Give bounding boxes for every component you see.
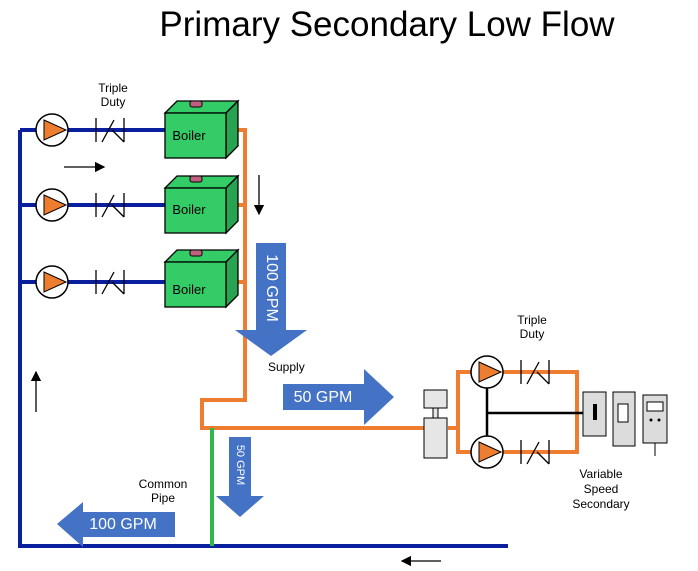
air-separator	[423, 389, 448, 459]
pump-icon	[35, 265, 69, 299]
triple-duty-valve	[95, 193, 125, 218]
motor-box	[582, 391, 607, 437]
pump-icon	[35, 188, 69, 222]
boiler-label: Boiler	[172, 282, 206, 297]
shaft-line	[485, 388, 583, 440]
boiler: Boiler	[163, 248, 240, 309]
flow-arrow-50gpm-common: 50 GPM	[216, 437, 264, 517]
pump-icon	[35, 113, 69, 147]
common-pipe-label: Pipe	[151, 491, 175, 505]
secondary-loop-piping	[448, 370, 579, 454]
disconnect-box	[612, 391, 636, 447]
flow-arrow-label: 100 GPM	[89, 516, 157, 533]
flow-arrow-label: 100 GPM	[263, 254, 280, 322]
flow-arrow-50gpm-supply: 50 GPM	[283, 369, 394, 425]
boiler: Boiler	[163, 174, 240, 235]
triple-duty-label: Triple	[98, 81, 128, 95]
flow-arrow-label: 50 GPM	[294, 389, 353, 406]
triple-duty-valve	[520, 360, 550, 385]
common-pipe-label: Common	[139, 477, 188, 491]
boiler-burner-icon	[189, 249, 203, 257]
vfd-controller	[642, 394, 668, 456]
flow-arrow-100gpm-return: 100 GPM	[57, 502, 175, 547]
triple-duty-valve	[95, 270, 125, 295]
triple-duty-label: Triple	[517, 313, 547, 327]
flow-arrow-100gpm-down: 100 GPM	[235, 243, 307, 356]
triple-duty-label: Duty	[101, 95, 126, 109]
boiler: Boiler	[163, 99, 240, 160]
vss-label: Variable	[579, 467, 622, 481]
boiler-label: Boiler	[172, 128, 206, 143]
page-title: Primary Secondary Low Flow	[159, 5, 615, 44]
triple-duty-label: Duty	[520, 327, 545, 341]
pump-icon	[470, 435, 504, 469]
boiler-burner-icon	[189, 100, 203, 108]
boiler-label: Boiler	[172, 202, 206, 217]
vss-label: Secondary	[572, 497, 629, 511]
triple-duty-valve	[520, 440, 550, 465]
flow-arrow-label: 50 GPM	[234, 445, 246, 485]
boiler-burner-icon	[189, 175, 203, 183]
supply-label: Supply	[268, 360, 305, 374]
pump-icon	[470, 355, 504, 389]
vss-label: Speed	[584, 482, 619, 496]
triple-duty-valve	[95, 118, 125, 143]
